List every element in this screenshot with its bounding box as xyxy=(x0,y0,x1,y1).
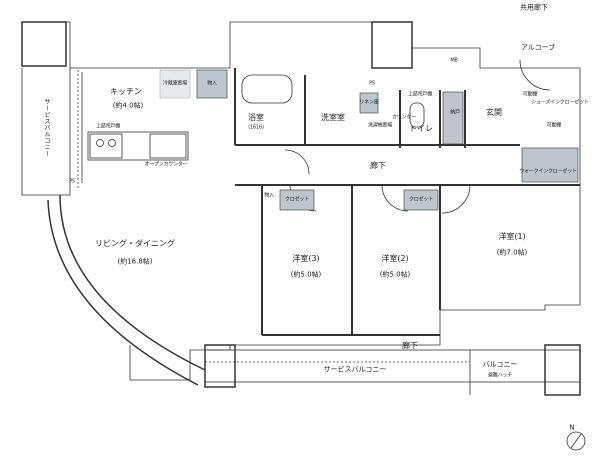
label-shoe-cabinet: 納戸 xyxy=(450,109,460,116)
label-hallway-2: 廊下 xyxy=(402,341,418,350)
fill-bedroom2-closet xyxy=(403,189,439,211)
kitchen-island xyxy=(149,133,187,159)
column-top-left xyxy=(21,21,67,67)
label-walk-in-closet: ウォークインクローゼット xyxy=(519,168,577,175)
living-curve-wall xyxy=(59,194,206,371)
label-entrance: 玄関 xyxy=(486,108,502,117)
label-balcony: バルコニー xyxy=(482,360,518,369)
label-western-room-1: 洋室(1) xyxy=(498,232,526,241)
fill-fridge xyxy=(159,69,191,99)
label-kitchen-storage: 物入 xyxy=(207,80,217,87)
label-western-room-3-area: (約5.0帖) xyxy=(290,270,322,279)
label-toilet-counter: カウンター xyxy=(391,114,417,121)
label-toilet-cabinet: 上部吊戸棚 xyxy=(407,91,433,98)
label-common-corridor: 共用廊下 xyxy=(520,3,548,12)
label-mb: MB xyxy=(450,57,458,64)
label-ps-left: PS xyxy=(69,178,75,185)
service-balcony-left-outline xyxy=(21,68,71,196)
kitchen-counter xyxy=(87,131,189,161)
label-western-room-2-area: (約5.0帖) xyxy=(379,270,411,279)
label-western-room-2: 洋室(2) xyxy=(381,254,409,263)
compass-label: N xyxy=(569,423,575,432)
label-kitchen: キッチン xyxy=(110,87,142,96)
stove xyxy=(89,133,123,159)
bathtub xyxy=(241,74,293,104)
label-bath-size: (1616) xyxy=(248,124,264,131)
label-service-balcony-bottom: サービスバルコニー xyxy=(323,365,387,374)
label-fridge: 冷蔵庫置場 xyxy=(162,80,188,87)
door-swing-entrance xyxy=(519,59,551,91)
label-washroom: 洗室室 xyxy=(321,113,345,122)
toilet-bowl xyxy=(409,102,425,128)
label-washing-machine: 洗濯機置場 xyxy=(367,122,393,129)
label-ps-top: PS xyxy=(369,80,375,87)
fill-bedroom3-closet xyxy=(279,189,315,211)
label-storage-room3: 物入 xyxy=(264,192,274,199)
fill-shoe xyxy=(442,91,464,145)
label-living-dining-area: (約16.8帖) xyxy=(117,257,153,266)
label-service-balcony-left: サービスバルコニー xyxy=(43,98,50,158)
column-top-middle xyxy=(371,21,413,69)
service-balcony-bottom-outline xyxy=(204,349,581,383)
living-curve-wall-inner xyxy=(47,199,199,386)
column-bottom-left xyxy=(204,344,236,388)
label-living-dining: リビング・ダイニング xyxy=(95,239,175,248)
label-closet-room3: クロゼット xyxy=(284,196,310,203)
fill-kitchen-storage xyxy=(196,69,228,99)
label-movable-shelf-2: 可動棚 xyxy=(546,122,562,129)
label-closet-room2: クロゼット xyxy=(408,196,434,203)
label-western-room-3: 洋室(3) xyxy=(292,254,320,263)
fill-walk-in xyxy=(521,147,579,183)
fill-linen xyxy=(359,92,379,114)
label-hallway-1: 廊下 xyxy=(370,161,386,170)
label-open-counter: オープンカウンター xyxy=(144,161,188,168)
door-swing-hall xyxy=(284,149,310,175)
label-movable-shelf: 可動棚 xyxy=(522,91,538,98)
label-stove-cabinet: 上部吊戸棚 xyxy=(95,123,121,130)
column-bottom-right xyxy=(544,344,581,396)
label-alcove: アルコーブ xyxy=(520,43,556,52)
compass-icon xyxy=(566,431,586,451)
label-western-room-1-area: (約7.0帖) xyxy=(496,248,528,257)
label-toilet: トイレ xyxy=(409,124,433,133)
door-swing-bedroom1 xyxy=(441,184,471,214)
door-swing-bedroom2 xyxy=(381,184,409,212)
label-linen: リネン庫 xyxy=(359,99,379,106)
label-balcony-note: 避難ハッチ xyxy=(487,372,513,379)
label-shoes-in-closet: シューズインクローゼット xyxy=(531,99,589,106)
label-bath: 浴室 xyxy=(248,113,264,122)
label-kitchen-area: (約4.0帖) xyxy=(112,101,144,110)
